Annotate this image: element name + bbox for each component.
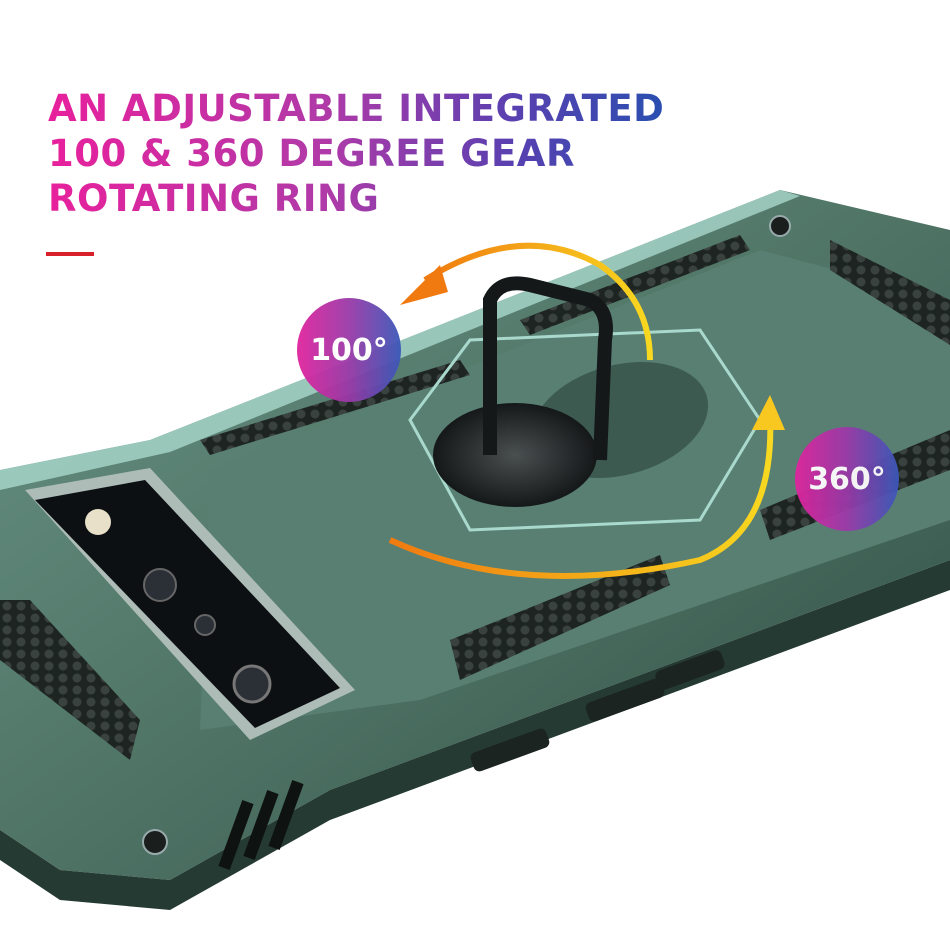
- flash-icon: [85, 509, 111, 535]
- badge-100-label: 100°: [310, 332, 388, 368]
- camera-lens-icon: [143, 568, 177, 602]
- badge-100-degrees: 100°: [297, 298, 401, 402]
- headline: AN ADJUSTABLE INTEGRATED 100 & 360 DEGRE…: [48, 86, 664, 221]
- headline-line-2: 100 & 360 DEGREE GEAR: [48, 132, 575, 175]
- accent-bar: [46, 252, 94, 256]
- screw-icon: [769, 215, 791, 237]
- bottom-vents: [218, 780, 304, 870]
- arrow-100-icon: [400, 265, 448, 305]
- side-buttons: [470, 650, 725, 772]
- camera-lens-icon: [194, 614, 216, 636]
- camera-lens-icon: [232, 664, 272, 704]
- arrow-360-icon: [752, 395, 785, 430]
- rotation-arrows: [388, 242, 785, 579]
- headline-line-3: ROTATING RING: [48, 177, 380, 220]
- headline-line-1: AN ADJUSTABLE INTEGRATED: [48, 87, 665, 130]
- ring-holder: [408, 276, 762, 532]
- badge-360-degrees: 360°: [795, 427, 899, 531]
- screw-icon: [142, 829, 168, 855]
- camera-module: [25, 468, 355, 740]
- badge-360-label: 360°: [808, 461, 886, 497]
